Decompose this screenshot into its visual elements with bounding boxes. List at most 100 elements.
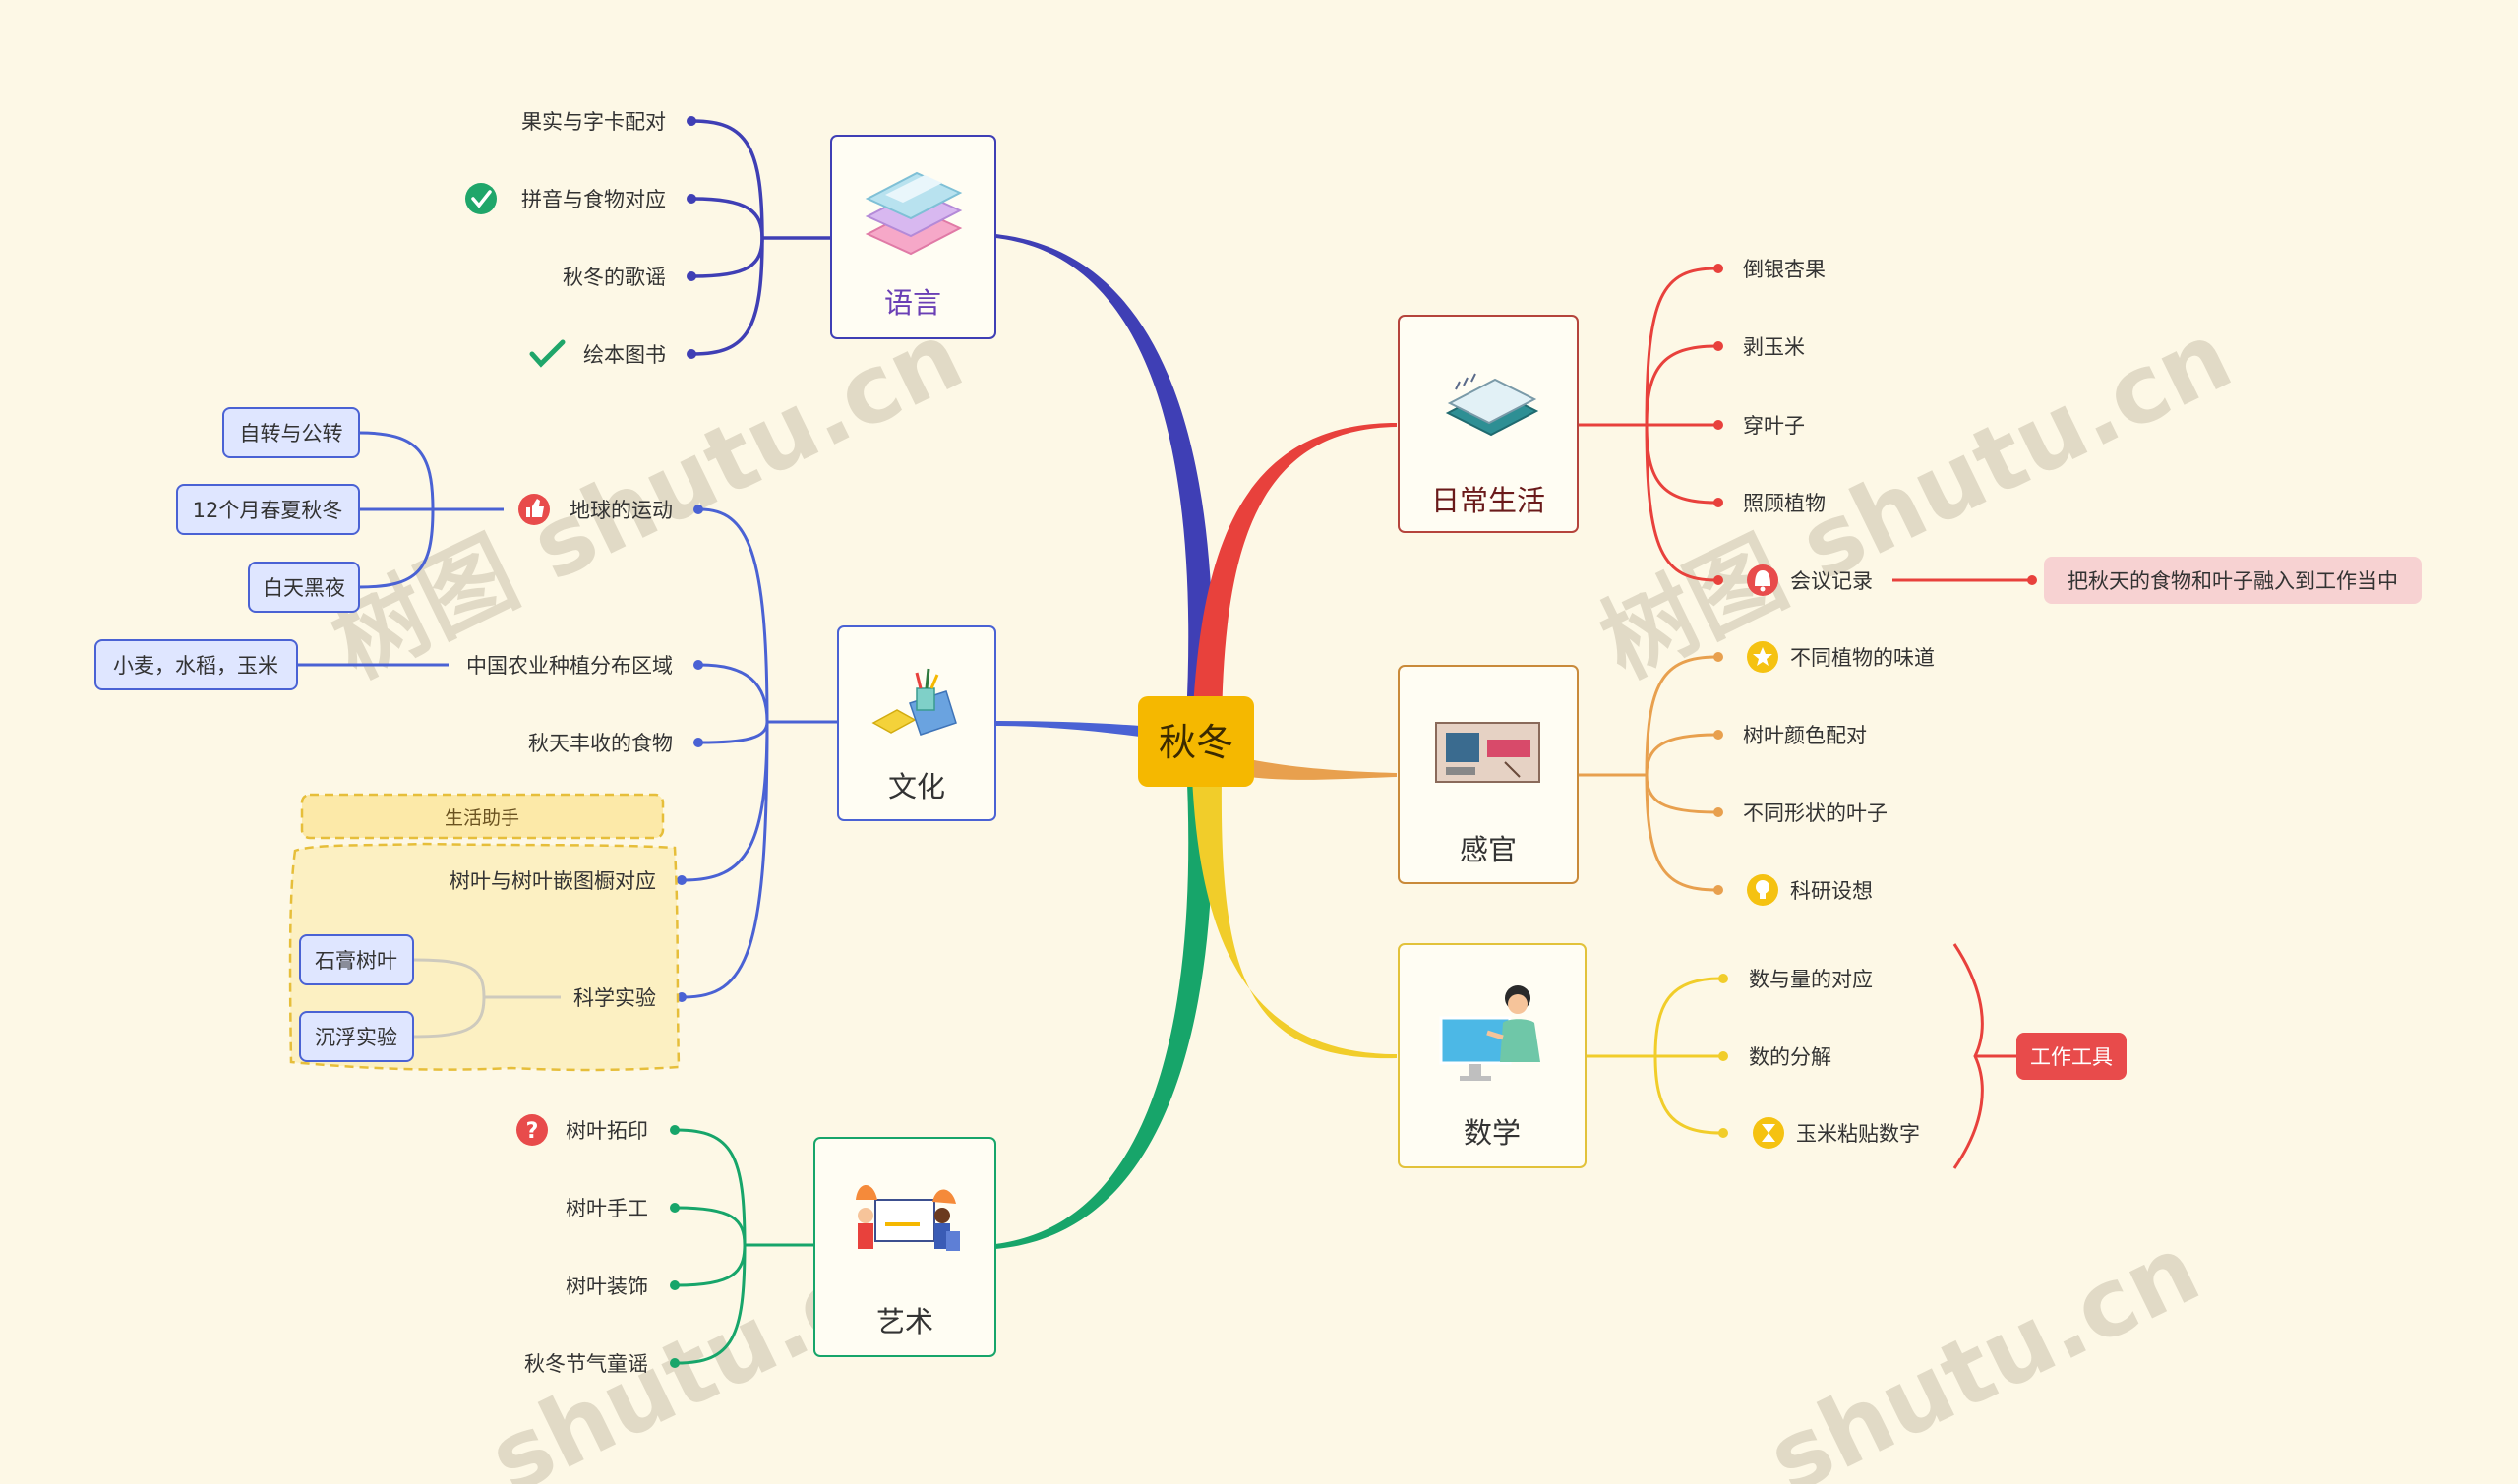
connector	[692, 237, 764, 356]
senses-leaves: 不同植物的味道 树叶颜色配对 不同形状的叶子 科研设想	[1743, 646, 1935, 903]
math-leaves: 数与量的对应 数的分解 玉米粘贴数字	[1749, 968, 1920, 1146]
hourglass-icon	[1753, 1117, 1784, 1149]
science-children: 石膏树叶 沉浮实验	[299, 934, 414, 1062]
math-dots	[1718, 974, 1728, 1138]
leaf-fruit-card[interactable]: 果实与字卡配对	[521, 110, 666, 134]
work-tool-badge[interactable]: 工作工具	[2016, 1033, 2127, 1080]
art-node[interactable]: 艺术	[813, 1137, 996, 1357]
art-leaves: 树叶拓印 树叶手工 树叶装饰 秋冬节气童谣	[524, 1119, 648, 1376]
daily-node[interactable]: 日常生活	[1398, 315, 1579, 533]
check-icon	[529, 339, 566, 368]
art-dots	[670, 1125, 680, 1368]
math-branch	[1586, 977, 1722, 1135]
earth-motion[interactable]: 地球的运动	[570, 499, 673, 522]
child-float-sink[interactable]: 沉浮实验	[299, 1011, 414, 1062]
connector	[699, 721, 769, 744]
leaf-picture-book[interactable]: 绘本图书	[583, 343, 666, 367]
agri-child[interactable]: 小麦，水稻，玉米	[94, 639, 298, 690]
star-icon	[1747, 641, 1778, 673]
connector	[1645, 733, 1717, 776]
child-rotation[interactable]: 自转与公转	[222, 407, 360, 458]
leaf-meeting[interactable]: 会议记录	[1790, 569, 1873, 593]
connector	[1645, 655, 1717, 776]
child-day-night[interactable]: 白天黑夜	[248, 562, 360, 613]
leaf-thread[interactable]: 穿叶子	[1743, 414, 1805, 438]
culture-dots	[677, 505, 703, 1002]
leaf-corn-numbers[interactable]: 玉米粘贴数字	[1796, 1122, 1920, 1146]
svg-text:?: ?	[526, 1119, 539, 1144]
connector	[676, 1244, 747, 1287]
leaf-research[interactable]: 科研设想	[1790, 879, 1873, 903]
thumbs-up-icon	[518, 494, 550, 525]
language-label: 语言	[884, 286, 941, 320]
meeting-note[interactable]: 把秋天的食物和叶子融入到工作当中	[2044, 557, 2422, 604]
connector	[1653, 1055, 1722, 1135]
leaf-craft[interactable]: 树叶手工	[566, 1197, 648, 1220]
art-branch	[676, 1128, 814, 1365]
connector	[676, 1206, 747, 1246]
connector	[1645, 424, 1717, 505]
daily-branch	[1578, 267, 2028, 582]
leaf-shapes[interactable]: 不同形状的叶子	[1743, 801, 1888, 825]
leaf-pinyin-food[interactable]: 拼音与食物对应	[521, 188, 666, 211]
branch-senses	[1249, 759, 1397, 780]
daily-leaves: 倒银杏果 剥玉米 穿叶子 照顾植物 会议记录	[1743, 258, 1873, 593]
leaf-match[interactable]: 树叶与树叶嵌图橱对应	[450, 869, 656, 893]
svg-text:自转与公转: 自转与公转	[240, 422, 343, 445]
artists-icon	[856, 1185, 960, 1251]
watermark: shutu.cn	[1752, 1214, 2215, 1484]
leaf-smell[interactable]: 不同植物的味道	[1790, 646, 1935, 670]
branch-math	[1192, 777, 1397, 1059]
culture-label: 文化	[888, 770, 945, 803]
leaf-song[interactable]: 秋冬的歌谣	[563, 266, 666, 289]
group-title-box	[300, 793, 665, 840]
leaf-decomposition[interactable]: 数的分解	[1749, 1045, 1831, 1069]
language-branch	[692, 119, 831, 356]
connector	[692, 119, 764, 239]
culture-node[interactable]: 文化	[837, 625, 996, 821]
root-label: 秋冬	[1159, 721, 1233, 764]
connector	[692, 197, 764, 239]
art-label: 艺术	[876, 1305, 933, 1338]
earth-children: 自转与公转 12个月春夏秋冬 白天黑夜	[176, 407, 360, 613]
harvest-food[interactable]: 秋天丰收的食物	[528, 732, 673, 755]
connector	[1645, 344, 1717, 426]
branch-daily	[1192, 423, 1397, 728]
svg-text:工作工具: 工作工具	[2030, 1045, 2113, 1069]
child-plaster-leaf[interactable]: 石膏树叶	[299, 934, 414, 985]
senses-branch	[1578, 655, 1717, 892]
connector	[1645, 267, 1717, 426]
connector	[358, 508, 435, 589]
culture-leaves: 地球的运动 中国农业种植分布区域 秋天丰收的食物	[466, 499, 673, 755]
svg-text:12个月春夏秋冬: 12个月春夏秋冬	[193, 499, 343, 522]
child-seasons[interactable]: 12个月春夏秋冬	[176, 484, 360, 535]
agri-regions[interactable]: 中国农业种植分布区域	[466, 654, 673, 678]
connector	[676, 1128, 747, 1246]
language-node[interactable]: 语言	[830, 135, 996, 339]
teacher-icon	[1439, 985, 1540, 1081]
math-node[interactable]: 数学	[1398, 943, 1587, 1168]
lightbulb-icon	[1747, 874, 1778, 906]
root-node[interactable]: 秋冬	[1138, 696, 1254, 787]
daily-dots	[1713, 264, 2037, 585]
stationery-icon	[871, 668, 957, 736]
senses-node[interactable]: 感官	[1398, 665, 1579, 884]
branch-culture	[995, 721, 1163, 740]
connector	[683, 721, 769, 999]
connector	[1645, 774, 1717, 814]
question-icon: ?	[516, 1114, 548, 1146]
leaf-corn[interactable]: 剥玉米	[1743, 335, 1805, 359]
leaf-number-quantity[interactable]: 数与量的对应	[1749, 968, 1873, 991]
leaf-color-match[interactable]: 树叶颜色配对	[1743, 724, 1867, 747]
leaf-decor[interactable]: 树叶装饰	[566, 1275, 648, 1298]
leaf-plants[interactable]: 照顾植物	[1743, 492, 1826, 515]
connector	[692, 237, 764, 278]
leaf-rubbing[interactable]: 树叶拓印	[566, 1119, 648, 1143]
science-experiment[interactable]: 科学实验	[573, 986, 656, 1010]
connector	[358, 431, 435, 510]
daily-label: 日常生活	[1431, 484, 1545, 517]
desk-icon	[1435, 722, 1540, 783]
leaf-rhymes[interactable]: 秋冬节气童谣	[524, 1352, 648, 1376]
leaf-ginkgo[interactable]: 倒银杏果	[1743, 258, 1826, 281]
